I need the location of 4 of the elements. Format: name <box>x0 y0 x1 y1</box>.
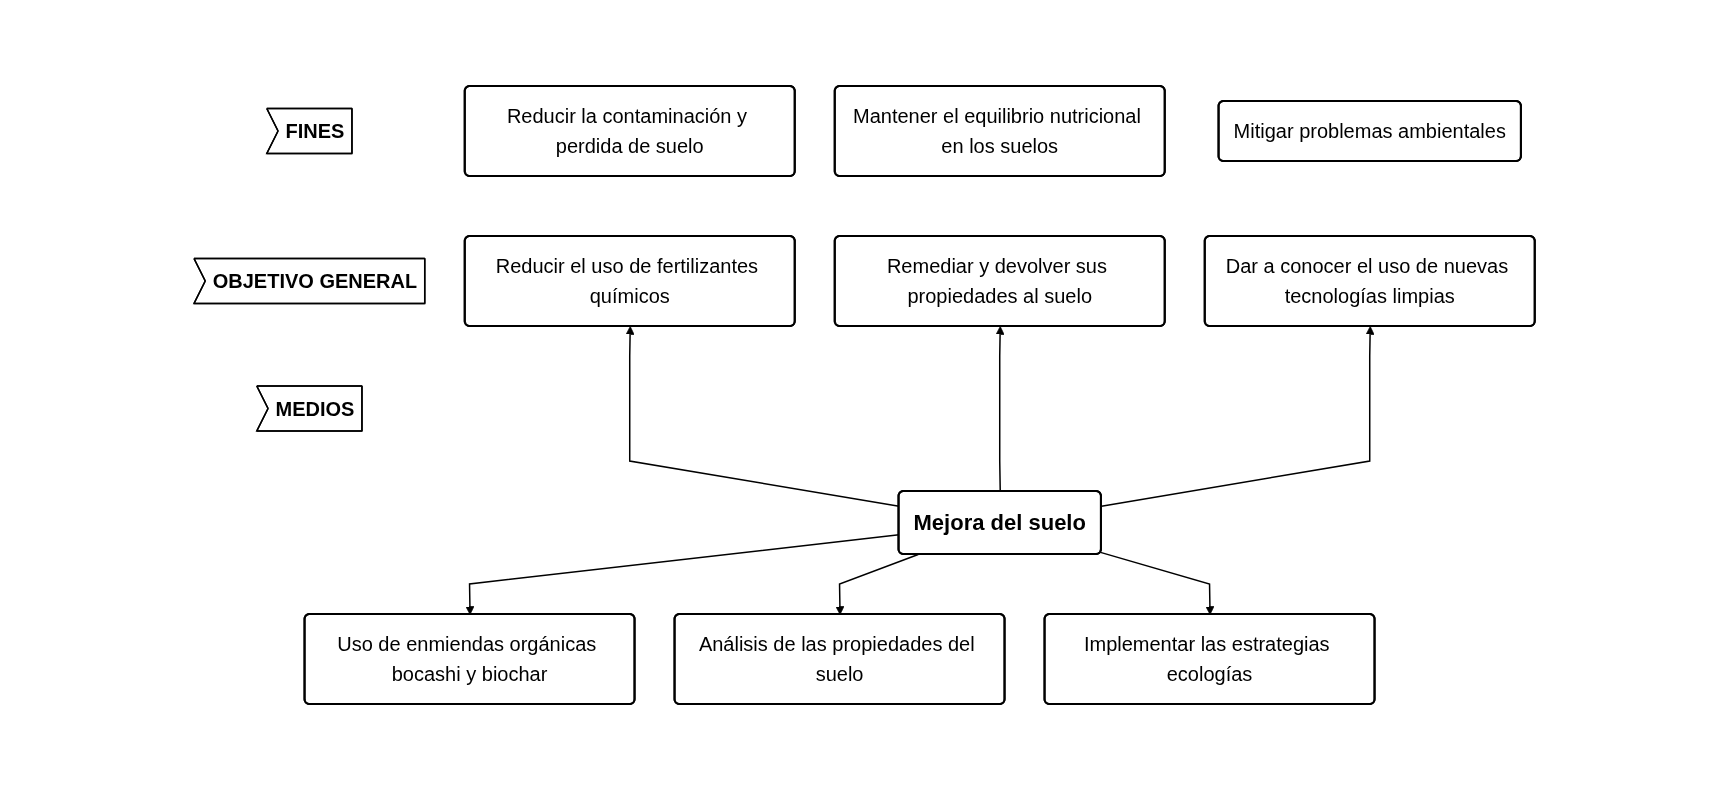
arrow <box>1099 551 1214 615</box>
arrow <box>1100 326 1375 507</box>
arrow <box>835 553 919 615</box>
arrow <box>995 326 1005 493</box>
